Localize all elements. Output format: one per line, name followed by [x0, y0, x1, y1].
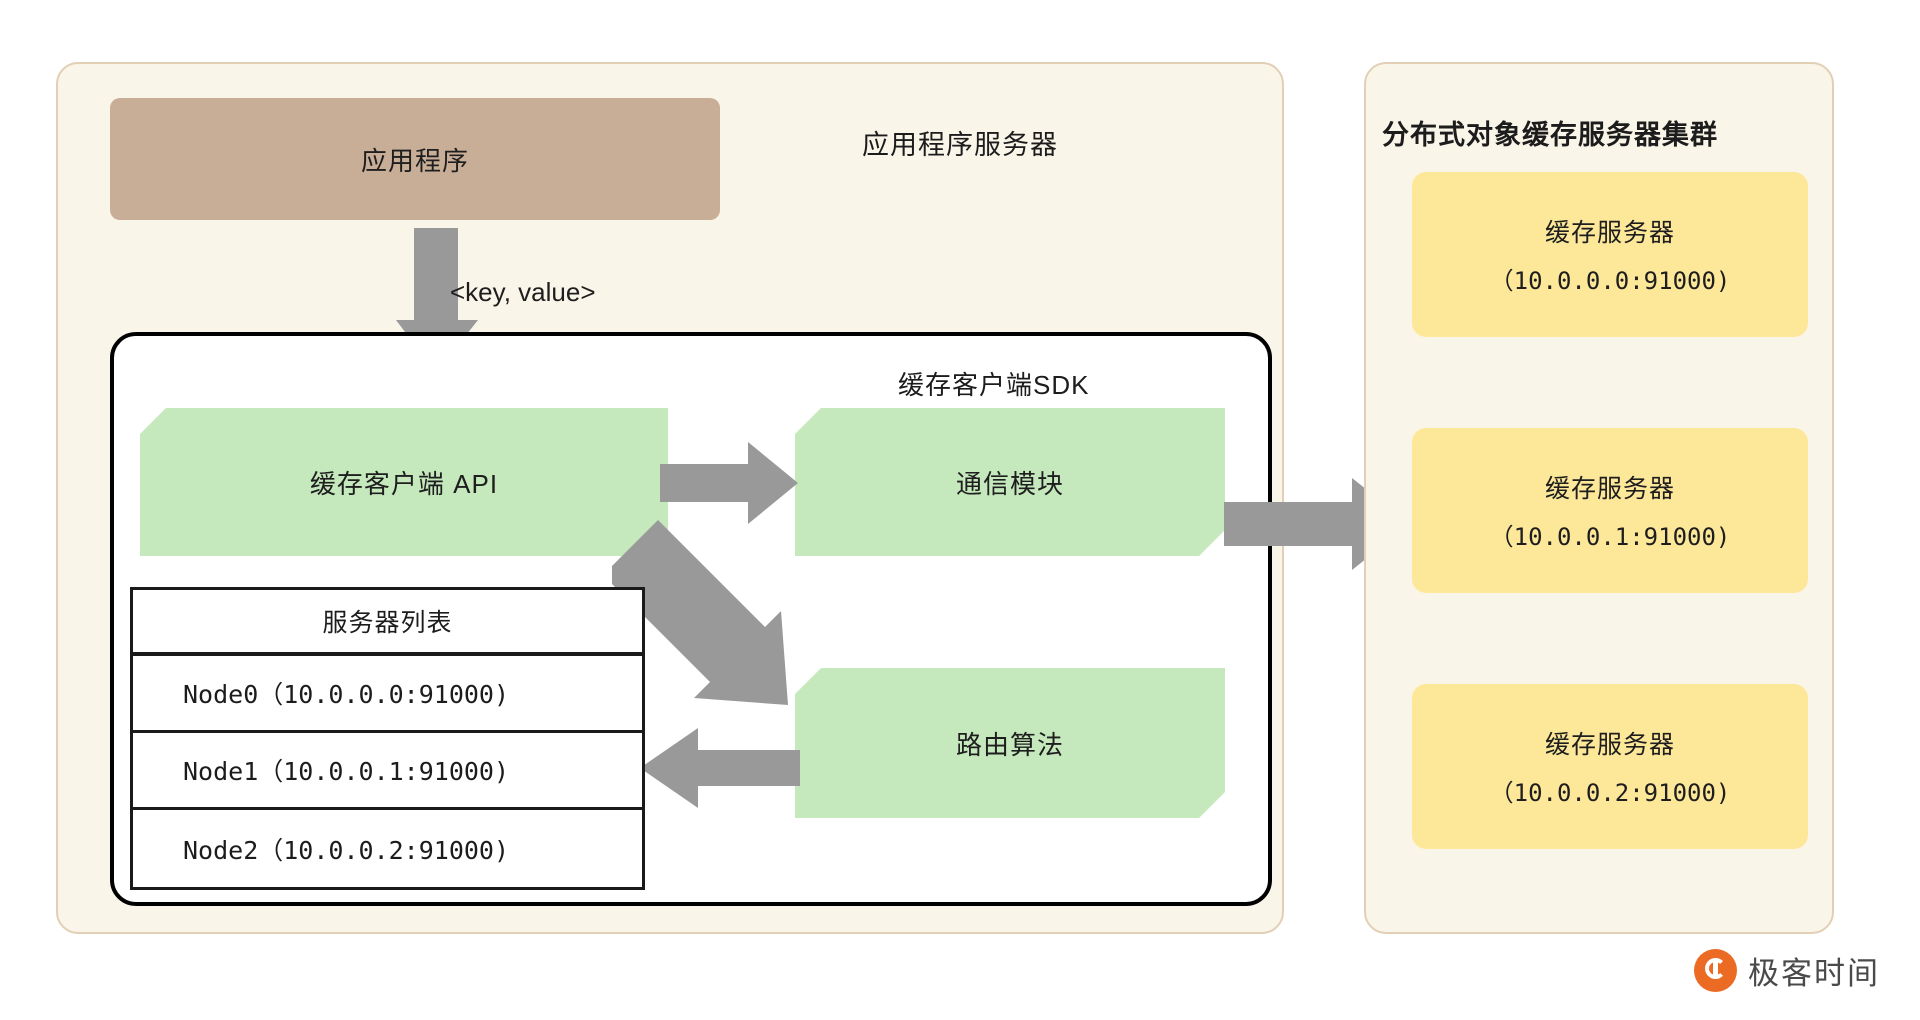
cache-server-address: （10.0.0.2:91000)	[1489, 779, 1731, 807]
watermark: 极客时间	[1694, 948, 1880, 993]
cache-server-address: （10.0.0.1:91000)	[1489, 523, 1731, 551]
table-row: Node1（10.0.0.1:91000)	[133, 733, 642, 810]
cache-server-address: （10.0.0.0:91000)	[1489, 267, 1731, 295]
server-list-header: 服务器列表	[133, 590, 642, 656]
cache-server-box: 缓存服务器 （10.0.0.0:91000)	[1412, 172, 1808, 337]
cache-server-name: 缓存服务器	[1544, 731, 1675, 759]
app-server-panel-title: 应用程序服务器	[862, 130, 1058, 160]
communication-module-box: 通信模块	[795, 408, 1225, 556]
arrow-api-to-comm-module	[660, 442, 798, 524]
cache-client-sdk-title: 缓存客户端SDK	[898, 370, 1090, 400]
cache-cluster-panel-title: 分布式对象缓存服务器集群	[1382, 120, 1718, 150]
routing-algorithm-box: 路由算法	[795, 668, 1225, 818]
watermark-text: 极客时间	[1748, 956, 1880, 991]
arrow-api-to-routing-algorithm	[612, 520, 832, 720]
cache-server-box: 缓存服务器 （10.0.0.1:91000)	[1412, 428, 1808, 593]
cache-client-api-box: 缓存客户端 API	[140, 408, 668, 556]
cache-server-box: 缓存服务器 （10.0.0.2:91000)	[1412, 684, 1808, 849]
server-list-table: 服务器列表 Node0（10.0.0.0:91000) Node1（10.0.0…	[130, 587, 645, 890]
table-row: Node2（10.0.0.2:91000)	[183, 835, 510, 865]
arrow-sdk-to-cache-cluster	[1224, 478, 1410, 570]
table-row: Node0（10.0.0.0:91000)	[133, 656, 642, 733]
application-box: 应用程序	[110, 98, 720, 220]
cache-server-name: 缓存服务器	[1544, 475, 1675, 503]
geekbang-logo-icon	[1694, 949, 1737, 992]
key-value-label: <key, value>	[450, 277, 596, 307]
arrow-routing-algorithm-to-server-list	[640, 728, 800, 808]
cache-server-name: 缓存服务器	[1544, 219, 1675, 247]
